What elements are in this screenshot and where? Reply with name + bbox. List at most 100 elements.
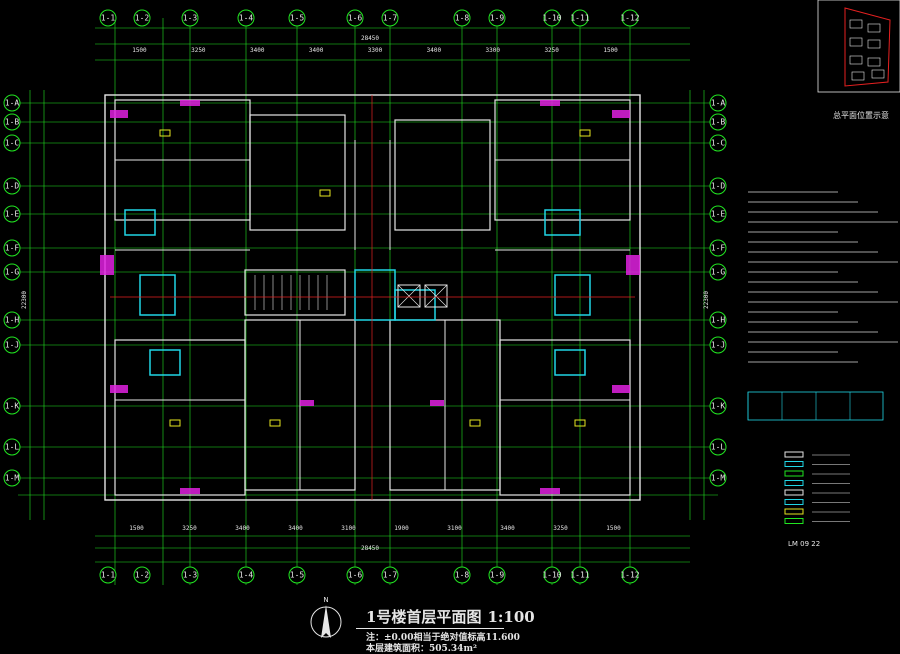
grid-bubble-left-1-F: 1-F	[3, 239, 21, 257]
legend-swatch	[784, 451, 804, 458]
balcony-rail	[430, 400, 444, 406]
left-overall-dimension: 22300	[21, 291, 28, 309]
dimension-segment: 3400	[427, 47, 442, 54]
grid-bubble-right-1-A: 1-A	[709, 94, 727, 112]
grid-bubble-label: 1-D	[5, 182, 20, 191]
drawing-scale: 1:100	[487, 608, 535, 626]
grid-bubble-right-1-M: 1-M	[709, 469, 727, 487]
grid-bubble-top-1-7: 1-7	[381, 9, 399, 27]
grid-bubble-label: 1-D	[711, 182, 726, 191]
grid-bubble-label: 1-G	[5, 268, 20, 277]
grid-bubble-label: 1-C	[711, 139, 726, 148]
grid-bubble-label: 1-5	[290, 14, 305, 23]
grid-bubble-label: 1-B	[5, 118, 20, 127]
grid-bubble-right-1-B: 1-B	[709, 113, 727, 131]
grid-bubble-top-1-3: 1-3	[181, 9, 199, 27]
grid-bubble-label: 1-4	[239, 571, 254, 580]
balcony-rail	[110, 385, 128, 393]
dimension-segment: 3300	[486, 47, 501, 54]
fixture	[169, 419, 181, 427]
legend-swatch	[784, 499, 804, 505]
grid-bubble-left-1-C: 1-C	[3, 134, 21, 152]
dimension-segment: 1500	[606, 525, 621, 532]
grid-bubble-label: 1-A	[5, 99, 20, 108]
grid-bubble-right-1-F: 1-F	[709, 239, 727, 257]
north-arrow-icon: N	[310, 596, 342, 638]
grid-bubble-right-1-C: 1-C	[709, 134, 727, 152]
dimension-segment: 1500	[132, 47, 147, 54]
grid-bubble-label: 1-8	[455, 14, 470, 23]
dimension-segment: 3100	[341, 525, 356, 532]
grid-bubble-bottom-1-12: 1-12	[620, 566, 640, 584]
design-notes-block	[747, 191, 898, 421]
grid-bubble-label: 1-6	[348, 14, 363, 23]
balcony-rail	[300, 400, 314, 406]
grid-bubble-right-1-K: 1-K	[709, 397, 727, 415]
legend-swatch	[784, 518, 804, 524]
elevator-shaft	[424, 284, 448, 308]
right-overall-dimension: 22300	[703, 291, 710, 309]
grid-bubble-label: 1-M	[5, 474, 20, 483]
drawing-title-text: 1号楼首层平面图	[366, 608, 482, 626]
grid-bubble-left-1-H: 1-H	[3, 311, 21, 329]
grid-bubble-label: 1-H	[5, 316, 20, 325]
unit-wall	[499, 339, 631, 496]
grid-bubble-right-1-J: 1-J	[709, 336, 727, 354]
dimension-segment: 3250	[191, 47, 206, 54]
grid-bubble-label: 1-9	[490, 571, 505, 580]
grid-bubble-right-1-D: 1-D	[709, 177, 727, 195]
dimension-segment: 1900	[394, 525, 409, 532]
balcony-rail	[612, 110, 630, 118]
grid-bubble-label: 1-E	[5, 210, 20, 219]
grid-bubble-left-1-A: 1-A	[3, 94, 21, 112]
grid-bubble-label: 1-10	[542, 14, 561, 23]
window-frame	[354, 269, 396, 321]
left-grid-bubbles: 1-A1-B1-C1-D1-E1-F1-G1-H1-J1-K1-L1-M	[3, 94, 21, 487]
grid-bubble-bottom-1-5: 1-5	[288, 566, 306, 584]
grid-bubble-label: 1-L	[711, 443, 726, 452]
grid-bubble-top-1-11: 1-11	[570, 9, 590, 27]
grid-bubble-label: 1-1	[101, 571, 116, 580]
grid-bubble-bottom-1-1: 1-1	[99, 566, 117, 584]
grid-bubble-label: 1-H	[711, 316, 726, 325]
dimension-segment: 3100	[447, 525, 462, 532]
grid-bubble-bottom-1-6: 1-6	[346, 566, 364, 584]
window-frame	[554, 274, 591, 316]
dimension-chains: 28450 28450 22300 22300	[21, 35, 710, 552]
grid-bubble-label: 1-8	[455, 571, 470, 580]
window-frame	[394, 289, 436, 321]
grid-bubble-label: 1-11	[570, 571, 589, 580]
grid-bubble-label: 1-10	[542, 571, 561, 580]
legend-swatch	[784, 489, 804, 496]
dimension-segment: 3250	[182, 525, 197, 532]
grid-bubble-bottom-1-10: 1-10	[542, 566, 562, 584]
grid-bubble-label: 1-K	[711, 402, 726, 411]
dimension-segment: 1500	[603, 47, 618, 54]
grid-bubble-label: 1-9	[490, 14, 505, 23]
legend-caption: LM 09 22	[788, 540, 821, 548]
grid-bubble-left-1-G: 1-G	[3, 263, 21, 281]
grid-bubble-top-1-4: 1-4	[237, 9, 255, 27]
balcony-rail	[540, 488, 560, 494]
grid-bubble-label: 1-E	[711, 210, 726, 219]
stair-core	[244, 269, 346, 316]
building-plan	[100, 94, 641, 501]
grid-bubble-label: 1-G	[711, 268, 726, 277]
balcony-rail	[626, 255, 640, 275]
fixture	[269, 419, 281, 427]
grid-bubble-label: 1-3	[183, 571, 198, 580]
unit-wall	[249, 114, 346, 231]
dimension-segment: 3250	[544, 47, 559, 54]
svg-text:N: N	[323, 596, 328, 604]
title-underline	[356, 628, 504, 629]
grid-bubble-right-1-L: 1-L	[709, 438, 727, 456]
grid-bubble-label: 1-4	[239, 14, 254, 23]
grid-bubble-left-1-J: 1-J	[3, 336, 21, 354]
bottom-overall-dimension: 28450	[361, 545, 379, 552]
fixture	[469, 419, 481, 427]
grid-bubble-left-1-B: 1-B	[3, 113, 21, 131]
drawing-title: 1号楼首层平面图 1:100	[366, 606, 535, 627]
legend-swatch	[784, 480, 804, 486]
grid-bubble-bottom-1-4: 1-4	[237, 566, 255, 584]
